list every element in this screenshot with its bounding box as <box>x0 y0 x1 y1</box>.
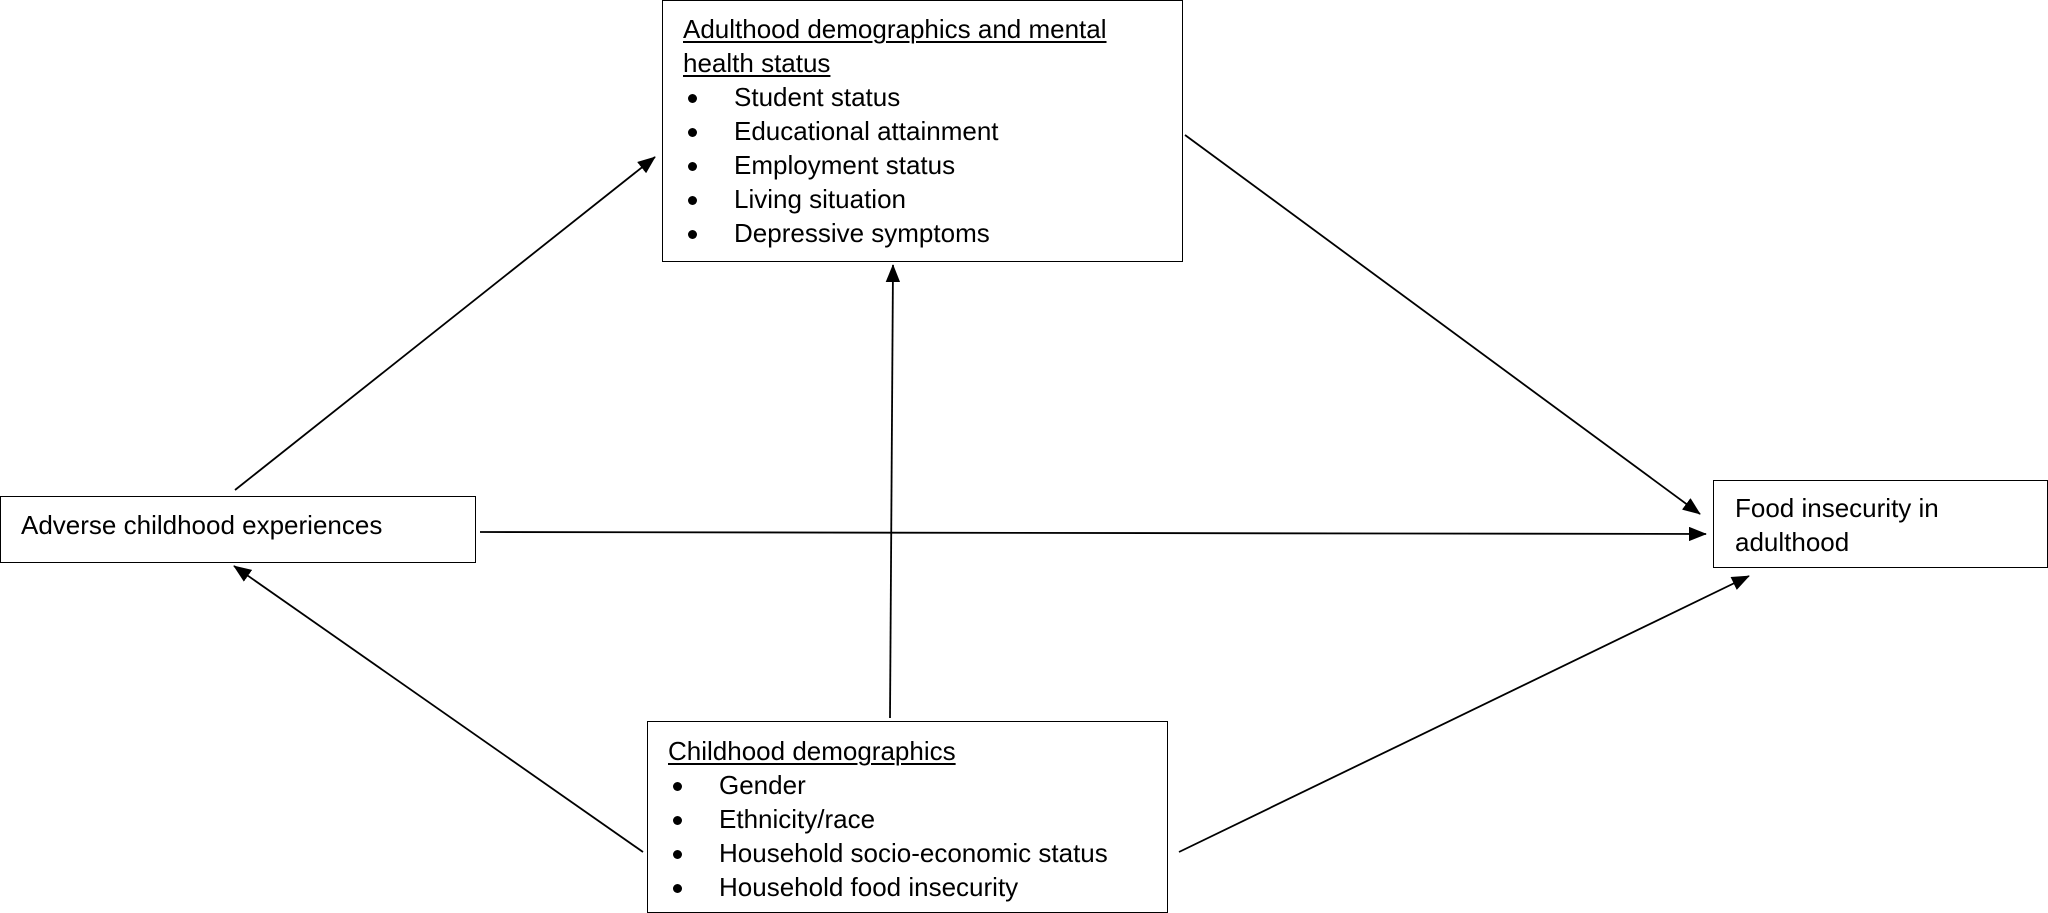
arrow-childhood-to-adulthood <box>885 264 901 719</box>
adulthood-list-item: Student status <box>683 80 1162 114</box>
childhood-list-item: Gender <box>668 768 1147 802</box>
childhood-list-item: Household food insecurity <box>668 870 1147 904</box>
childhood-demographics-box: Childhood demographics Gender Ethnicity/… <box>647 721 1168 913</box>
childhood-list-item: Household socio-economic status <box>668 836 1147 870</box>
arrow-ace-to-food <box>479 526 1707 542</box>
adulthood-demographics-box: Adulthood demographics and mental health… <box>662 0 1183 262</box>
food-insecurity-box: Food insecurity in adulthood <box>1713 480 2048 568</box>
arrow-ace-to-adulthood <box>234 156 656 491</box>
childhood-list-item: Ethnicity/race <box>668 802 1147 836</box>
arrow-childhood-to-food <box>1178 575 1750 853</box>
adulthood-box-title: Adulthood demographics and mental health… <box>683 14 1107 78</box>
childhood-box-title: Childhood demographics <box>668 736 956 766</box>
adulthood-list-item: Employment status <box>683 148 1162 182</box>
adulthood-box-list: Student status Educational attainment Em… <box>683 80 1162 250</box>
adulthood-list-item: Educational attainment <box>683 114 1162 148</box>
adverse-childhood-experiences-box: Adverse childhood experiences <box>0 496 476 563</box>
food-box-label: Food insecurity in adulthood <box>1735 493 1939 557</box>
ace-box-label: Adverse childhood experiences <box>21 510 383 540</box>
arrow-childhood-to-ace <box>233 565 644 853</box>
adulthood-list-item: Living situation <box>683 182 1162 216</box>
arrow-adulthood-to-food <box>1184 134 1701 515</box>
childhood-box-list: Gender Ethnicity/race Household socio-ec… <box>668 768 1147 904</box>
adulthood-list-item: Depressive symptoms <box>683 216 1162 250</box>
